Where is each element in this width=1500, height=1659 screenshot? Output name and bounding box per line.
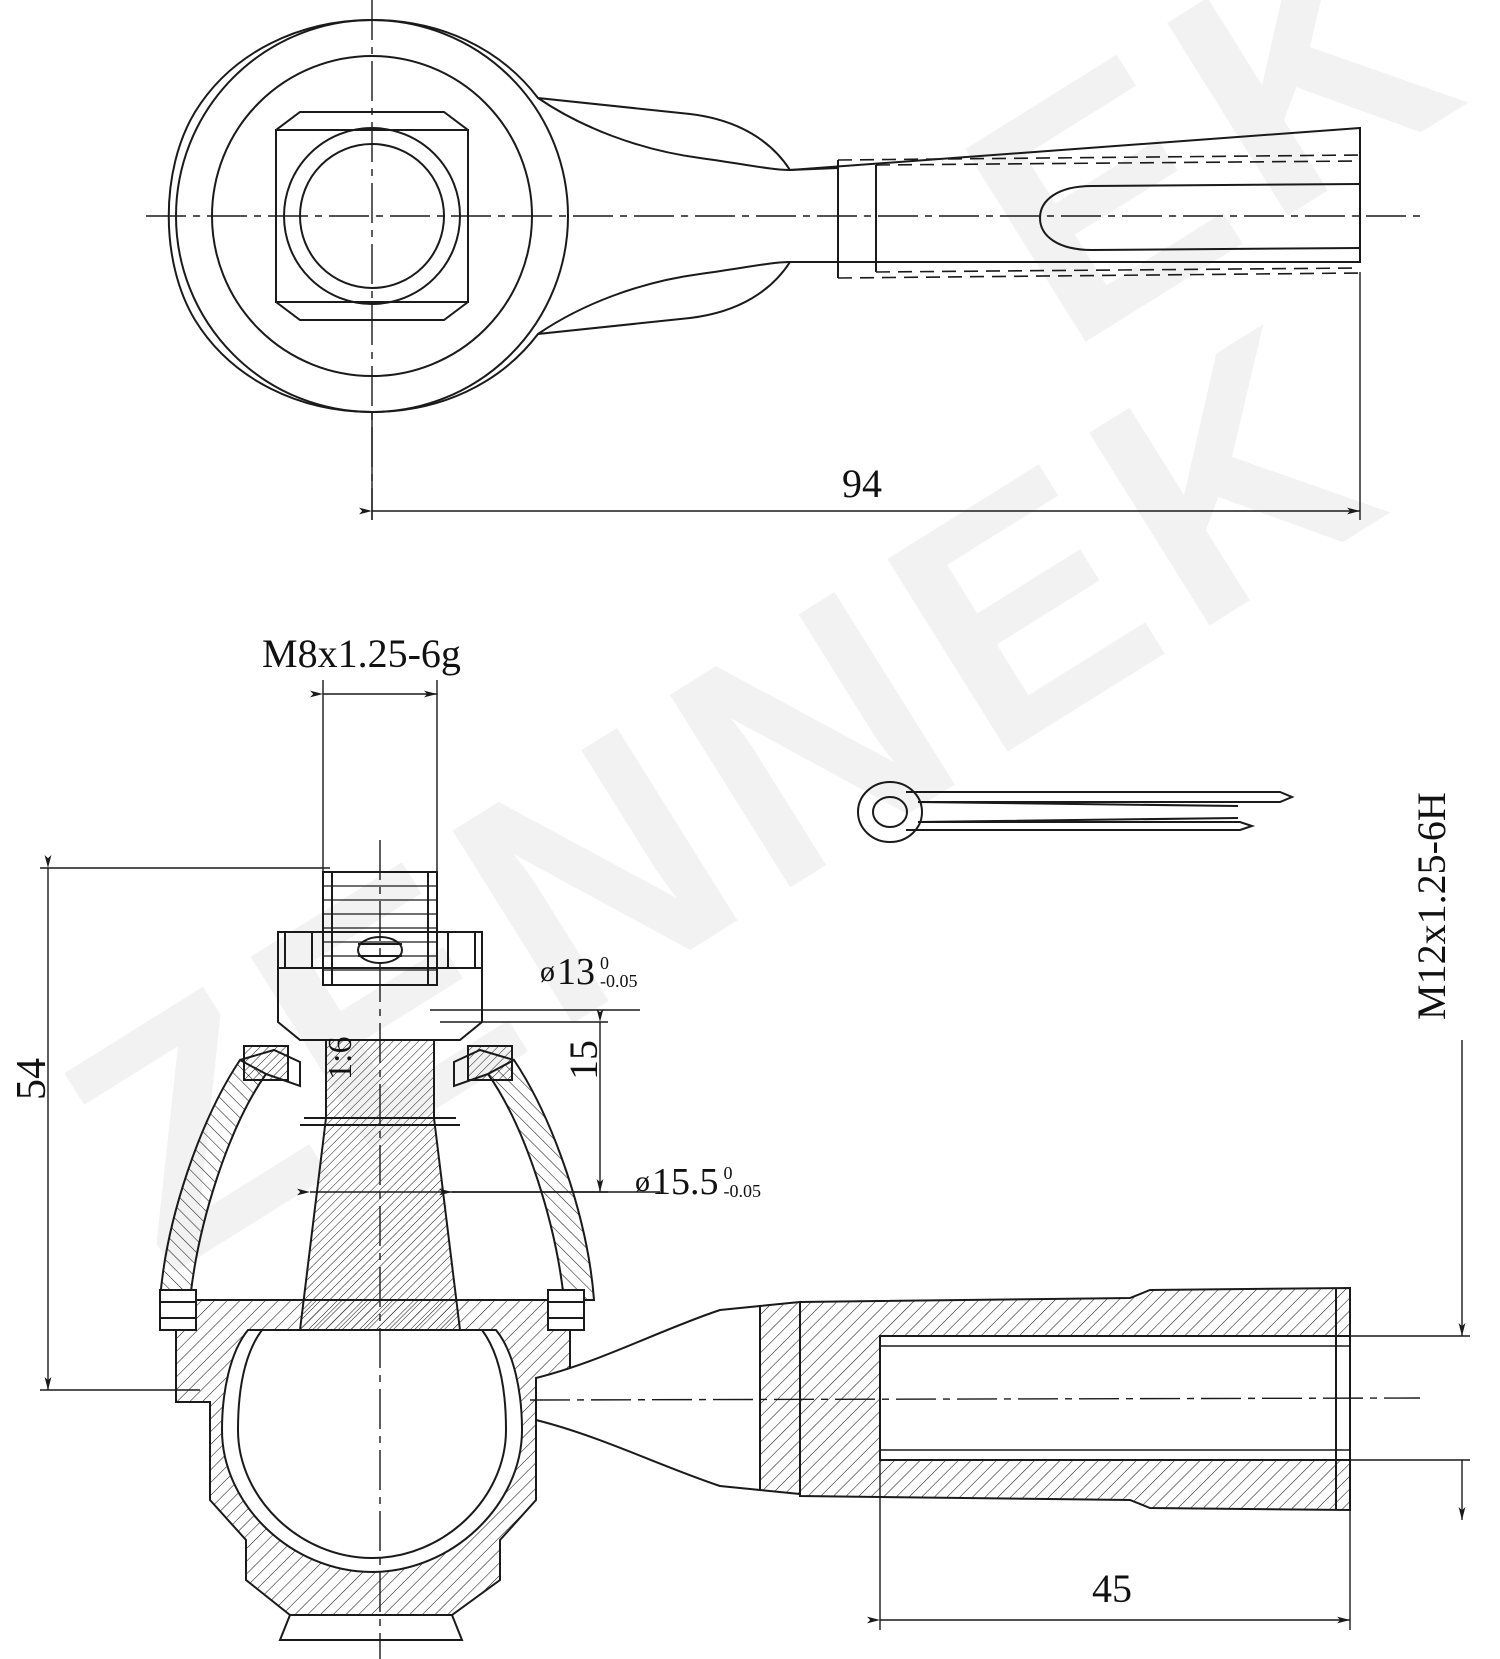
dimension-height xyxy=(40,855,330,1391)
top-view-tie-rod-end xyxy=(146,0,1420,520)
diameter-15-5-tol-upper: 0 xyxy=(723,1163,733,1183)
cotter-pin-detail xyxy=(857,781,1295,843)
diameter-13-tol-upper: 0 xyxy=(600,953,609,973)
dimension-m12-thread xyxy=(1350,1040,1470,1520)
dimension-height-text: 54 xyxy=(9,1058,55,1100)
diameter-15-5-callout: ø 15.5 0 -0.05 xyxy=(635,1160,761,1204)
dimension-overall-length-text: 94 xyxy=(842,461,882,506)
diameter-15-5-value: 15.5 xyxy=(652,1161,719,1203)
dimension-m8-thread xyxy=(310,680,438,880)
diameter-symbol-icon: ø xyxy=(540,955,555,988)
thread-housing-label: M12x1.25-6H xyxy=(1409,792,1454,1020)
dimension-overall-length xyxy=(359,272,1361,520)
svg-text:EK: EK xyxy=(908,0,1500,413)
thread-stud-label: M8x1.25-6g xyxy=(262,631,461,676)
diameter-13-tol-lower: -0.05 xyxy=(600,971,638,991)
diameter-13-value: 13 xyxy=(557,951,595,993)
dimension-taper-length-text: 15 xyxy=(561,1040,606,1080)
diameter-symbol-icon: ø xyxy=(635,1165,650,1198)
diameter-13-callout: ø 13 0 -0.05 xyxy=(540,950,638,994)
section-view-threaded-sleeve xyxy=(529,1286,1421,1512)
dimension-thread-length-text: 45 xyxy=(1092,1566,1132,1611)
dimension-thread-length xyxy=(867,1460,1351,1630)
dimension-taper-ratio-text: 1:6 xyxy=(322,1036,359,1080)
diameter-15-5-tol-lower: -0.05 xyxy=(723,1181,762,1201)
section-view-tie-rod-end xyxy=(158,840,596,1659)
